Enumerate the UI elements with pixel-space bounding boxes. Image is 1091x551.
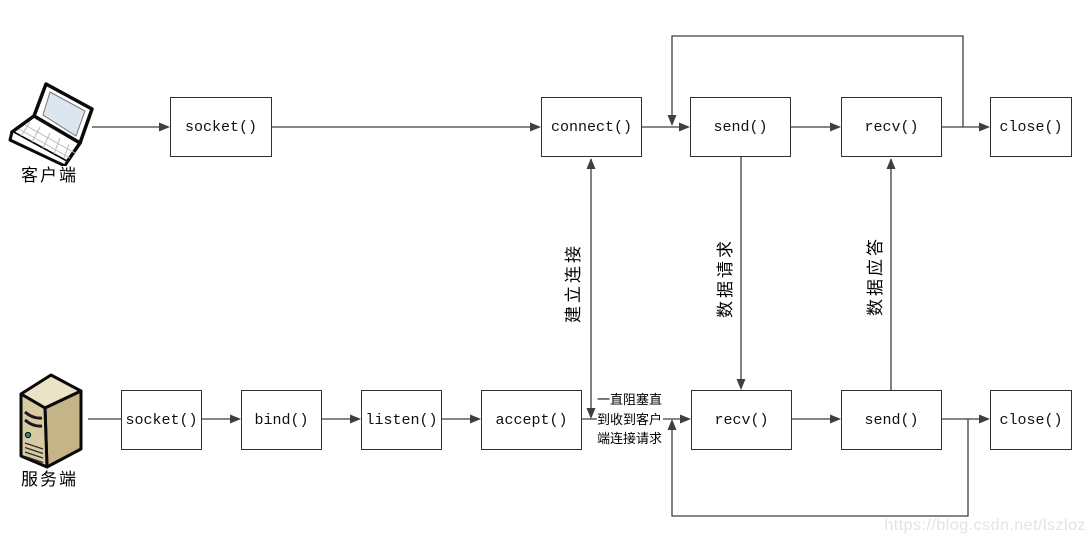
server-listen-box: listen() bbox=[361, 390, 442, 450]
server-close-box: close() bbox=[990, 390, 1072, 450]
watermark-url: https://blog.csdn.net/lszloz bbox=[884, 517, 1086, 534]
accept-blocking-note: 一直阻塞直到收到客户端连接请求 bbox=[597, 390, 663, 449]
laptop-icon bbox=[6, 82, 102, 168]
client-close-box: close() bbox=[990, 97, 1072, 157]
server-send-box: send() bbox=[841, 390, 942, 450]
client-recv-box: recv() bbox=[841, 97, 942, 157]
server-label: 服务端 bbox=[21, 470, 78, 489]
client-connect-box: connect() bbox=[541, 97, 642, 157]
server-accept-box: accept() bbox=[481, 390, 582, 450]
server-tower-icon bbox=[17, 372, 89, 472]
data-request-label: 数据请求 bbox=[716, 238, 735, 318]
client-label: 客户端 bbox=[21, 166, 78, 185]
server-bind-box: bind() bbox=[241, 390, 322, 450]
server-socket-box: socket() bbox=[121, 390, 202, 450]
establish-connection-label: 建立连接 bbox=[564, 243, 583, 323]
client-socket-box: socket() bbox=[170, 97, 272, 157]
arrowheads bbox=[159, 115, 990, 430]
client-send-box: send() bbox=[690, 97, 791, 157]
server-recv-box: recv() bbox=[691, 390, 792, 450]
data-response-label: 数据应答 bbox=[866, 236, 885, 316]
